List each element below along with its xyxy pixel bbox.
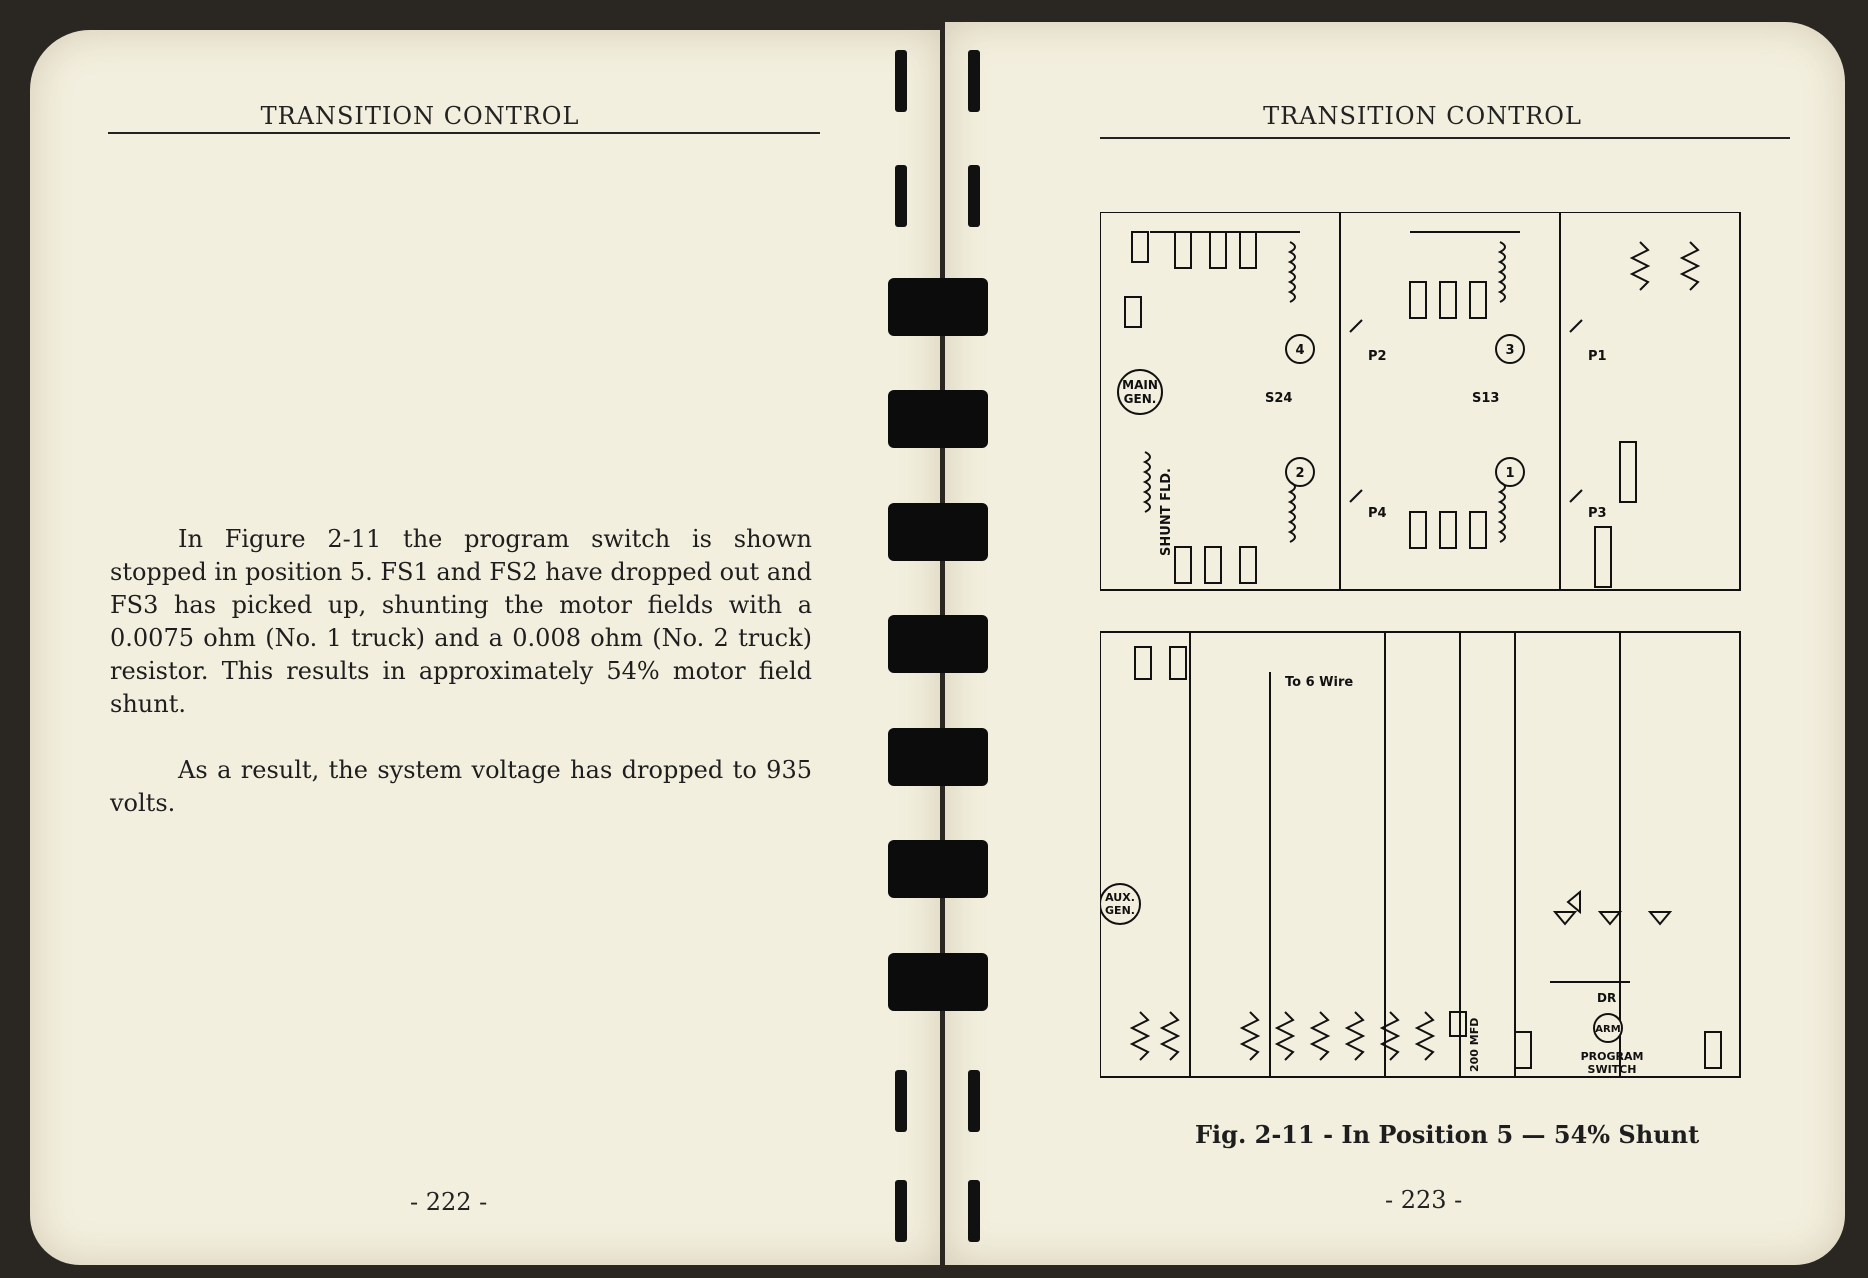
binder-ring	[888, 953, 988, 1011]
mfd-label: 200 MFD	[1468, 1018, 1481, 1072]
figure-caption: Fig. 2-11 - In Position 5 — 54% Shunt	[1195, 1120, 1700, 1149]
binder-ring	[888, 278, 988, 336]
p3-label: P3	[1588, 506, 1607, 521]
motor-4-label: 4	[1295, 343, 1304, 358]
lower-frame	[1100, 631, 1741, 1078]
p4-label: P4	[1368, 506, 1387, 521]
motor-2-label: 2	[1295, 466, 1304, 481]
right-page: TRANSITION CONTROL	[945, 22, 1845, 1265]
body-text: In Figure 2-11 the program switch is sho…	[110, 523, 812, 853]
to-6-wire-label: To 6 Wire	[1285, 675, 1353, 690]
motor-3-label: 3	[1505, 343, 1514, 358]
p1-label: P1	[1588, 349, 1607, 364]
binder-hole	[968, 165, 980, 227]
shunt-fld-label: SHUNT FLD.	[1159, 468, 1174, 556]
motor-1-label: 1	[1505, 466, 1514, 481]
schematic-diagram: MAIN GEN. 4 3 2 1 SHUNT FLD. S24 S13 P1 …	[1100, 212, 1741, 1078]
binder-hole	[968, 50, 980, 112]
binder-hole	[895, 1180, 907, 1242]
binder-hole	[968, 1180, 980, 1242]
upper-frame	[1100, 212, 1741, 591]
header-rule	[108, 132, 820, 134]
binder-hole	[895, 165, 907, 227]
binder-hole	[968, 1070, 980, 1132]
page-number-left: - 222 -	[410, 1188, 488, 1216]
main-gen-label-1: MAIN	[1122, 378, 1158, 392]
p2-label: P2	[1368, 349, 1387, 364]
page-number-right: - 223 -	[1385, 1186, 1463, 1214]
left-page: TRANSITION CONTROL In Figure 2-11 the pr…	[30, 30, 940, 1265]
right-page-header: TRANSITION CONTROL	[1263, 102, 1582, 130]
binder-ring	[888, 728, 988, 786]
arm-label: ARM	[1595, 1024, 1620, 1035]
paragraph-1: In Figure 2-11 the program switch is sho…	[110, 525, 812, 718]
aux-gen-label-1: AUX.	[1105, 891, 1135, 904]
program-switch-label-2: SWITCH	[1588, 1063, 1637, 1076]
aux-gen-label-2: GEN.	[1105, 904, 1135, 917]
binder-ring	[888, 390, 988, 448]
s13-label: S13	[1472, 391, 1499, 406]
binder-ring	[888, 615, 988, 673]
paragraph-2: As a result, the system voltage has drop…	[110, 756, 812, 817]
dr-label: DR	[1597, 991, 1616, 1005]
binder-ring	[888, 840, 988, 898]
lower-schematic	[1100, 631, 1741, 1078]
upper-schematic	[1100, 212, 1741, 591]
s24-label: S24	[1265, 391, 1292, 406]
header-rule	[1100, 137, 1790, 139]
binder-hole	[895, 50, 907, 112]
binder-hole	[895, 1070, 907, 1132]
main-gen-label-2: GEN.	[1124, 392, 1157, 406]
binder-ring	[888, 503, 988, 561]
program-switch-label-1: PROGRAM	[1581, 1050, 1644, 1063]
left-page-header: TRANSITION CONTROL	[260, 102, 580, 130]
